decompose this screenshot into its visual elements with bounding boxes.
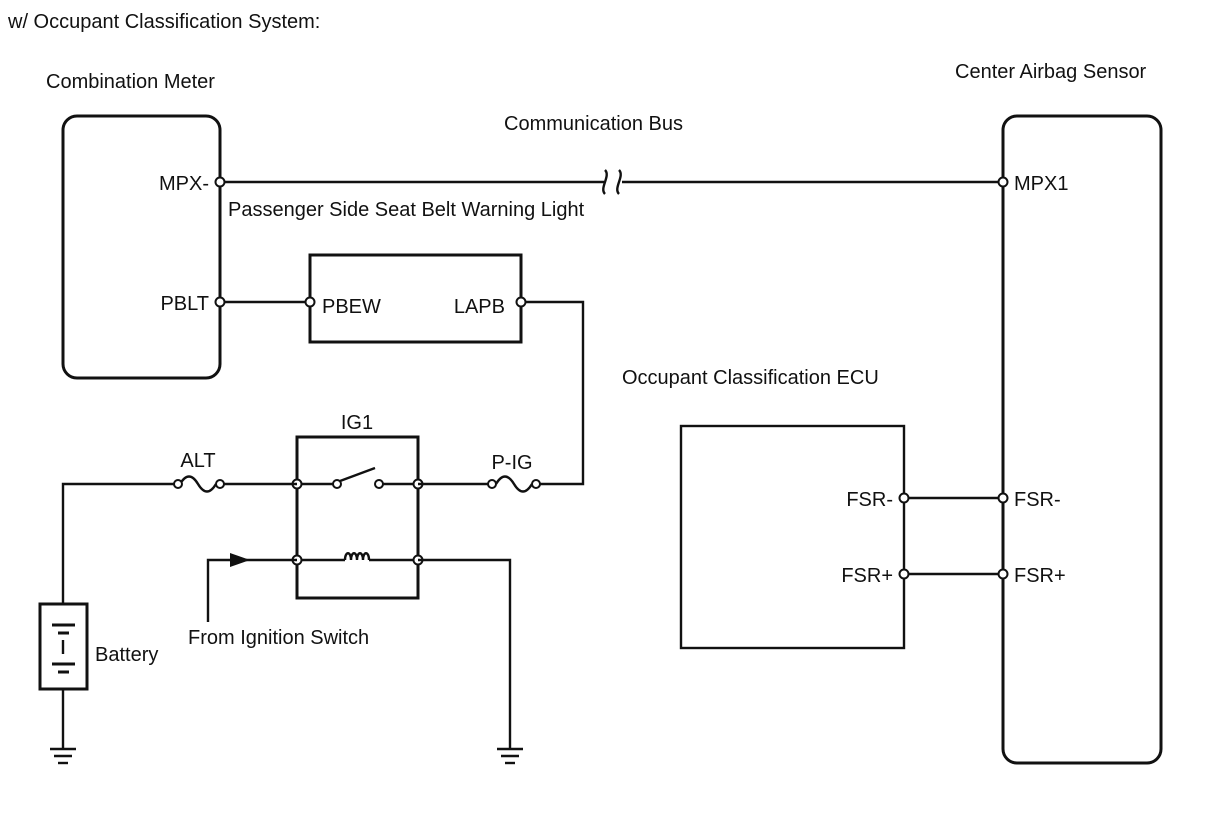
wire-from-ignition xyxy=(206,558,297,622)
bus-break-mark-right xyxy=(616,169,622,195)
combination-meter-box xyxy=(61,114,222,380)
terminal-dot-sensor-fsr-minus xyxy=(997,492,1009,504)
relay-ig1-box xyxy=(295,435,420,600)
fuse-alt-label: ALT xyxy=(180,450,215,472)
occupant-ecu-box xyxy=(679,424,906,650)
wire-battery-alt xyxy=(61,482,174,604)
terminal-dot-mpx1 xyxy=(997,176,1009,188)
terminal-dot-ecu-fsr-minus xyxy=(898,492,910,504)
relay-ig1-label: IG1 xyxy=(341,412,373,434)
fuse-pig-terminal-right xyxy=(531,479,541,489)
wire-relay-ground xyxy=(418,558,512,748)
terminal-pblt: PBLT xyxy=(160,293,209,315)
bus-break-mark-left xyxy=(602,169,608,195)
from-ignition-switch-label: From Ignition Switch xyxy=(188,627,369,649)
terminal-sensor-fsr-minus: FSR- xyxy=(1014,489,1061,511)
combination-meter-label: Combination Meter xyxy=(46,71,215,93)
terminal-ecu-fsr-minus: FSR- xyxy=(846,489,893,511)
fuse-alt-terminal-right xyxy=(215,479,225,489)
terminal-dot-ecu-fsr-plus xyxy=(898,568,910,580)
fuse-pig-icon xyxy=(494,475,534,493)
relay-coil-icon xyxy=(343,552,371,561)
diagram-title: w/ Occupant Classification System: xyxy=(7,11,320,33)
ground-icon-right xyxy=(497,747,523,765)
terminal-dot-sensor-fsr-plus xyxy=(997,568,1009,580)
wire-lapb-pig xyxy=(521,300,585,486)
ground-icon-left xyxy=(50,747,76,765)
terminal-dot-mpx-minus xyxy=(214,176,226,188)
fuse-pig-label: P-IG xyxy=(491,452,532,474)
terminal-sensor-fsr-plus: FSR+ xyxy=(1014,565,1066,587)
terminal-lapb: LAPB xyxy=(454,296,505,318)
center-airbag-sensor-box xyxy=(1001,114,1163,765)
terminal-pbew: PBEW xyxy=(322,296,381,318)
fuse-alt-terminal-left xyxy=(173,479,183,489)
communication-bus-label: Communication Bus xyxy=(504,113,683,135)
relay-switch-blade xyxy=(339,466,376,483)
battery-label: Battery xyxy=(95,644,158,666)
occupant-ecu-label: Occupant Classification ECU xyxy=(622,367,879,389)
center-airbag-sensor-label: Center Airbag Sensor xyxy=(955,61,1147,83)
terminal-mpx1: MPX1 xyxy=(1014,173,1068,195)
terminal-dot-pbew xyxy=(304,296,316,308)
fuse-pig-terminal-left xyxy=(487,479,497,489)
relay-switch-contact-right xyxy=(374,479,384,489)
seat-belt-warning-light-label: Passenger Side Seat Belt Warning Light xyxy=(228,199,585,221)
terminal-ecu-fsr-plus: FSR+ xyxy=(841,565,893,587)
fuse-alt-icon xyxy=(178,475,218,493)
terminal-dot-pblt xyxy=(214,296,226,308)
arrow-right-icon xyxy=(230,553,250,567)
terminal-dot-lapb xyxy=(515,296,527,308)
relay-switch-contact-left xyxy=(332,479,342,489)
terminal-mpx-minus: MPX- xyxy=(159,173,209,195)
